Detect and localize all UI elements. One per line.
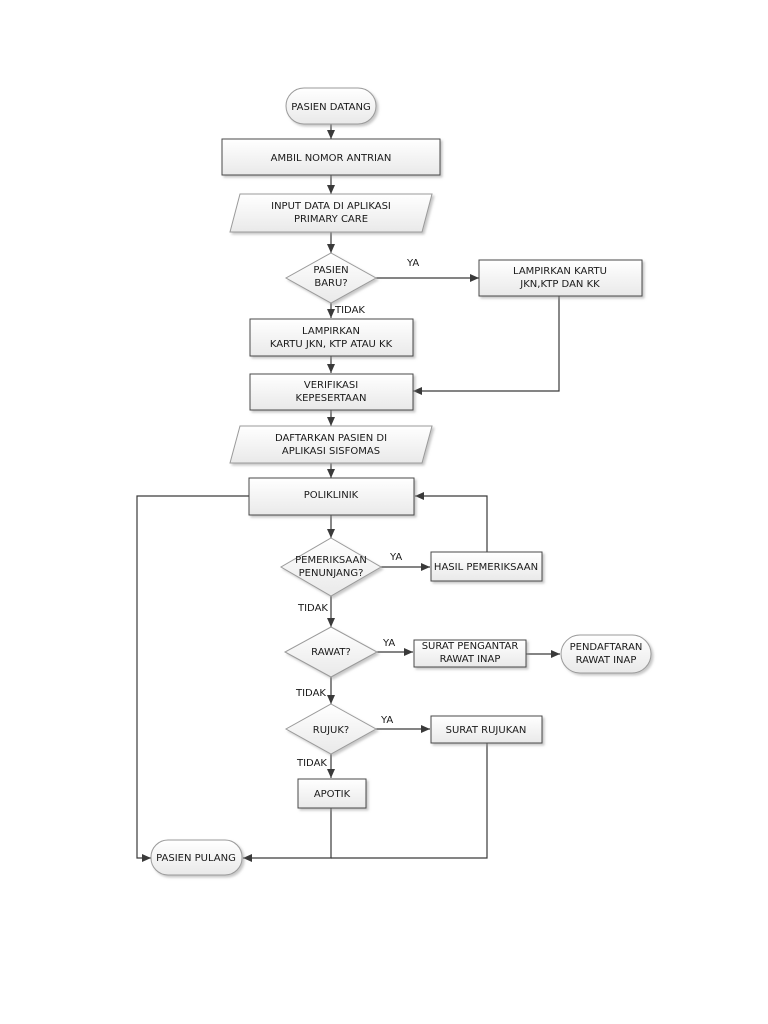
parallelogram-shape [229, 425, 433, 464]
node-text-line: APOTIK [314, 789, 351, 800]
process-shape [478, 259, 643, 297]
process-attach-cards: LAMPIRKAN KARTU JKN, KTP ATAU KK [249, 318, 414, 357]
node-text-line: RAWAT? [311, 647, 351, 658]
node-text-line: PENUNJANG? [299, 568, 364, 579]
edge-cards-new-to-verify [413, 296, 560, 395]
node-text-line: POLIKLINIK [304, 490, 359, 501]
edges [136, 124, 560, 862]
terminal-start: PASIEN DATANG [285, 87, 377, 125]
node-text-line: KARTU JKN, KTP ATAU KK [270, 339, 393, 350]
terminal-inpatient-registration: PENDAFTARAN RAWAT INAP [560, 634, 652, 674]
process-shape [430, 551, 543, 582]
node-text-line: DAFTARKAN PASIEN DI [275, 433, 387, 444]
node-text-line: PENDAFTARAN [570, 642, 643, 653]
process-inpatient-letter: SURAT PENGANTAR RAWAT INAP [413, 639, 527, 668]
node-text-line: HASIL PEMERIKSAAN [434, 562, 538, 573]
diamond-shape [284, 252, 378, 304]
node-text-line: RAWAT INAP [576, 655, 637, 666]
process-queue: AMBIL NOMOR ANTRIAN [221, 138, 441, 176]
edge-label-no: TIDAK [296, 758, 327, 769]
process-shape [430, 715, 543, 744]
process-shape [413, 639, 527, 668]
process-attach-cards-new: LAMPIRKAN KARTU JKN,KTP DAN KK [478, 259, 643, 297]
node-text-line: JKN,KTP DAN KK [519, 279, 600, 290]
edge-label-yes: YA [389, 552, 402, 563]
edge-label-yes: YA [406, 258, 419, 269]
node-text-line: KEPESERTAAN [296, 393, 367, 404]
edge-label-no: TIDAK [295, 688, 326, 699]
edge-pharmacy-to-end [243, 808, 332, 862]
process-shape [249, 373, 414, 411]
node-text-line: PASIEN DATANG [291, 102, 371, 113]
process-poliklinik: POLIKLINIK [248, 477, 415, 516]
decision-new-patient: PASIEN BARU? [284, 252, 378, 304]
node-text-line: APLIKASI SISFOMAS [282, 446, 380, 457]
decision-referral: RUJUK? [284, 703, 378, 755]
edge-label-no: TIDAK [297, 603, 328, 614]
process-shape [297, 778, 367, 809]
node-text-line: RAWAT INAP [440, 654, 501, 665]
node-text-line: PRIMARY CARE [294, 214, 368, 225]
process-referral-letter: SURAT RUJUKAN [430, 715, 543, 744]
edge-label-yes: YA [382, 638, 395, 649]
edge-label-yes: YA [380, 715, 393, 726]
edge-poli-to-end [136, 495, 249, 862]
node-text-line: SURAT PENGANTAR [422, 641, 519, 652]
node-text-line: BARU? [314, 278, 347, 289]
edge-result-to-poli [415, 492, 488, 552]
node-text-line: SURAT RUJUKAN [446, 725, 527, 736]
node-text-line: AMBIL NOMOR ANTRIAN [271, 153, 392, 164]
terminal-shape [150, 839, 243, 876]
process-verify: VERIFIKASI KEPESERTAAN [249, 373, 414, 411]
process-pharmacy: APOTIK [297, 778, 367, 809]
node-text-line: PEMERIKSAAN [295, 555, 367, 566]
parallelogram-shape [229, 193, 433, 233]
process-shape [248, 477, 415, 516]
process-shape [249, 318, 414, 357]
data-input-primary-care: INPUT DATA DI APLIKASI PRIMARY CARE [229, 193, 433, 233]
node-text-line: LAMPIRKAN KARTU [513, 266, 607, 277]
diamond-shape [280, 537, 382, 597]
node-text-line: LAMPIRKAN [302, 326, 360, 337]
process-exam-result: HASIL PEMERIKSAAN [430, 551, 543, 582]
terminal-shape [285, 87, 377, 125]
node-text-line: VERIFIKASI [304, 380, 358, 391]
node-text-line: PASIEN [313, 265, 348, 276]
edge-referral-letter-to-end [331, 743, 488, 859]
edge-labels: YA TIDAK YA TIDAK YA TIDAK YA TIDAK [295, 258, 419, 769]
edge-label-no: TIDAK [334, 305, 365, 316]
diamond-shape [284, 703, 378, 755]
process-shape [221, 138, 441, 176]
data-register-sisfomas: DAFTARKAN PASIEN DI APLIKASI SISFOMAS [229, 425, 433, 464]
terminal-shape [560, 634, 652, 674]
node-text-line: INPUT DATA DI APLIKASI [271, 201, 391, 212]
decision-inpatient: RAWAT? [283, 626, 379, 678]
diamond-shape [283, 626, 379, 678]
decision-support-exam: PEMERIKSAAN PENUNJANG? [280, 537, 382, 597]
node-text-line: RUJUK? [313, 725, 349, 736]
terminal-end: PASIEN PULANG [150, 839, 243, 876]
node-text-line: PASIEN PULANG [156, 853, 236, 864]
